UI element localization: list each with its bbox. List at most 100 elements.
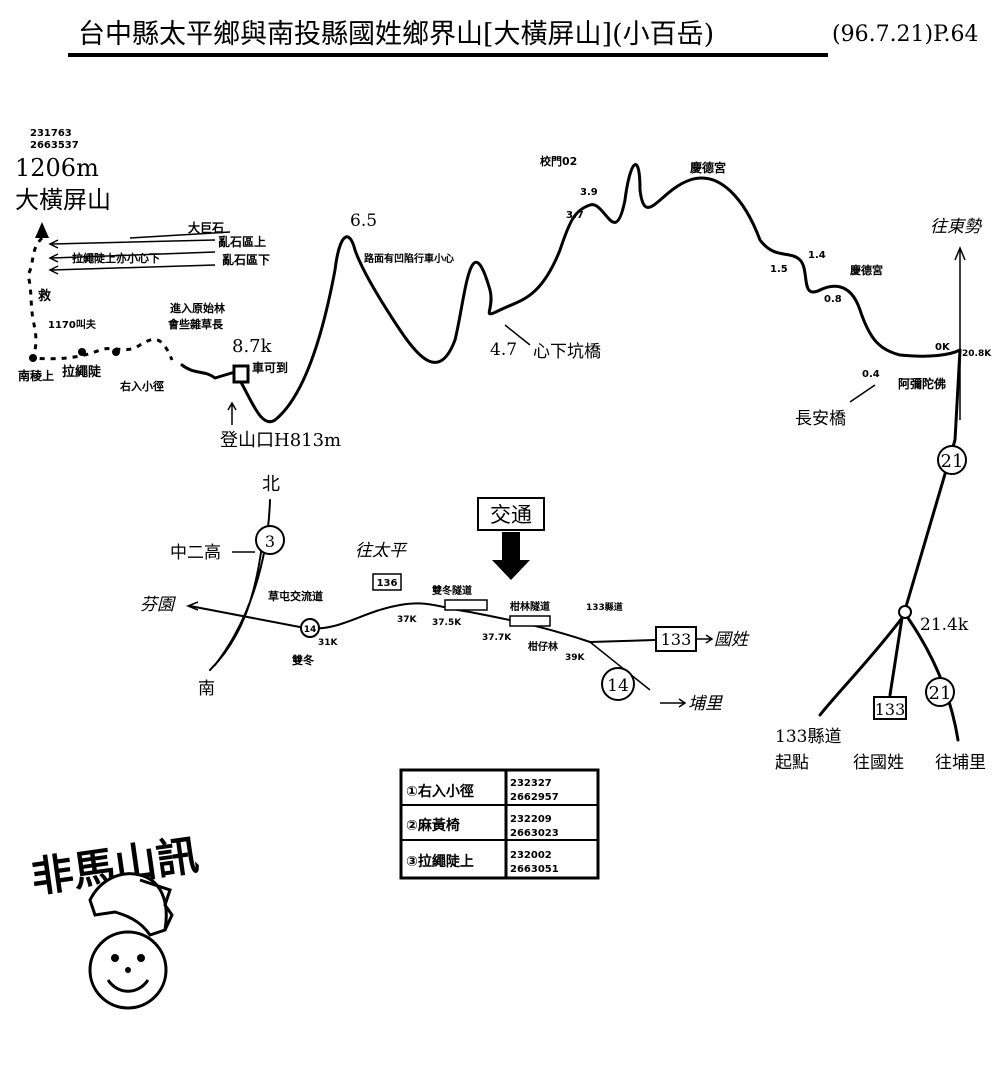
coord-table bbox=[399, 768, 600, 880]
route-133-number: 133 bbox=[875, 700, 906, 719]
route-21-line bbox=[903, 348, 962, 612]
label-km31: 31K bbox=[318, 638, 339, 648]
label-ridge-up: 南稜上 bbox=[18, 368, 54, 383]
logo: 非馬山訊 bbox=[28, 830, 201, 1010]
arrow-fenyuan bbox=[185, 601, 199, 611]
label-rope: 拉繩陡 bbox=[62, 364, 102, 380]
label-km-20: 20.8K bbox=[962, 349, 992, 359]
label-km-15: 1.5 bbox=[770, 264, 788, 275]
label-right-path: 右入小徑 bbox=[119, 379, 164, 393]
coord-row-2-y: 2663023 bbox=[510, 828, 559, 839]
summit-triangle-icon bbox=[35, 222, 49, 238]
label-puli: 埔里 bbox=[688, 694, 724, 714]
route-14-small-number: 14 bbox=[304, 625, 317, 635]
label-to-puli: 往埔里 bbox=[935, 753, 986, 773]
label-rescue: 救 bbox=[38, 288, 51, 304]
waypoint-dot bbox=[112, 348, 120, 356]
label-km-04: 0.4 bbox=[862, 369, 880, 380]
trailhead-sign-icon bbox=[232, 364, 250, 384]
label-1170: 1170叫夫 bbox=[48, 318, 97, 331]
smiley-eye-icon bbox=[137, 954, 145, 962]
label-temple: 阿彌陀佛 bbox=[898, 376, 946, 391]
smiley-eye-icon bbox=[111, 954, 119, 962]
label-km-39: 3.9 bbox=[580, 187, 598, 198]
label-car-reach: 車可到 bbox=[252, 360, 288, 375]
route-21b-number: 21 bbox=[929, 683, 952, 704]
label-km-08: 0.8 bbox=[824, 294, 842, 305]
freeway-3-badge bbox=[255, 525, 285, 555]
label-133-start: 133縣道 bbox=[775, 727, 841, 747]
label-trailhead: 登山口H813m bbox=[220, 430, 341, 451]
label-interchange: 草屯交流道 bbox=[268, 589, 323, 603]
summit-coord-y: 2663537 bbox=[30, 140, 79, 151]
label-km39: 39K bbox=[565, 653, 586, 663]
label-tunnel1: 雙冬隧道 bbox=[432, 584, 472, 597]
label-rock-lower: 亂石區下 bbox=[222, 252, 270, 267]
bridge-pointer bbox=[504, 324, 531, 346]
label-km37: 37K bbox=[397, 615, 418, 625]
arrow-puli bbox=[660, 698, 687, 708]
arrow-guoxing bbox=[696, 634, 714, 644]
coord-row-2-x: 232209 bbox=[510, 814, 552, 825]
sign-temple-2: 慶德宮 bbox=[850, 263, 883, 277]
label-south: 南 bbox=[198, 679, 215, 699]
smiley-nose-icon bbox=[125, 967, 131, 973]
label-big-rock: 大巨石 bbox=[188, 220, 224, 235]
freeway-lines bbox=[209, 499, 271, 671]
trailhead-arrow bbox=[227, 401, 237, 425]
label-km-14: 1.4 bbox=[808, 250, 826, 261]
road-profile bbox=[180, 163, 962, 424]
summit-coord-x: 231763 bbox=[30, 128, 72, 139]
sign-temple-1: 慶德宮 bbox=[690, 160, 726, 175]
label-highway: 中二高 bbox=[170, 543, 221, 563]
smiley-mouth-icon bbox=[106, 979, 150, 993]
label-changan-bridge: 長安橋 bbox=[795, 409, 846, 429]
label-north: 北 bbox=[262, 474, 280, 495]
tunnel-2 bbox=[509, 615, 551, 627]
map-title: 台中縣太平鄉與南投縣國姓鄉界山[大橫屏山](小百岳) bbox=[78, 19, 714, 50]
traffic-label: 交通 bbox=[490, 503, 532, 527]
coord-row-3-y: 2663051 bbox=[510, 864, 559, 875]
route-136-badge bbox=[372, 573, 402, 591]
label-km-37: 3.7 bbox=[566, 210, 584, 221]
arrowheads bbox=[48, 239, 59, 275]
label-bridge: 心下坑橋 bbox=[533, 342, 601, 362]
label-enter-forest: 進入原始林 bbox=[170, 301, 225, 315]
label-fenyuan: 芬園 bbox=[140, 595, 176, 615]
summit-name: 大橫屏山 bbox=[15, 186, 111, 214]
label-road133: 133縣道 bbox=[586, 601, 623, 613]
label-to-guoxing: 往國姓 bbox=[853, 753, 904, 773]
route-133-badge bbox=[873, 696, 907, 720]
route-133-traffic-badge bbox=[655, 626, 697, 652]
coord-row-1-x: 232327 bbox=[510, 778, 552, 789]
route-21-number: 21 bbox=[941, 451, 964, 472]
route-14-badge bbox=[601, 667, 635, 701]
label-km375: 37.5K bbox=[432, 618, 462, 628]
label-trailhead-km: 8.7k bbox=[232, 336, 273, 357]
junction-marker bbox=[898, 605, 912, 619]
label-to-taiping: 往太平 bbox=[355, 541, 408, 561]
title-date-page: (96.7.21)P.64 bbox=[832, 22, 978, 47]
coord-row-1-name: ①右入小徑 bbox=[406, 783, 474, 800]
label-to-dongshi: 往東勢 bbox=[930, 217, 983, 237]
label-peak-km: 6.5 bbox=[350, 211, 377, 231]
label-km-0: 0K bbox=[935, 342, 951, 353]
waypoint-dot bbox=[78, 348, 86, 356]
coord-row-3-x: 232002 bbox=[510, 850, 552, 861]
label-tunnel2: 柑林隧道 bbox=[510, 600, 550, 613]
tunnel-1 bbox=[444, 599, 488, 611]
label-ganlin: 柑仔林 bbox=[528, 640, 559, 653]
route-136-number: 136 bbox=[377, 578, 398, 589]
route-21-badge bbox=[937, 445, 967, 475]
down-arrow-icon bbox=[492, 532, 530, 580]
waypoint-dot bbox=[29, 354, 37, 362]
arrow-to-dongshi bbox=[954, 246, 966, 420]
summit-elevation: 1206m bbox=[15, 154, 99, 182]
sign-school: 校門02 bbox=[540, 154, 577, 168]
label-rope-steep: 拉繩陡上亦小心下 bbox=[72, 251, 160, 265]
coord-row-2-name: ②麻黃椅 bbox=[406, 817, 460, 834]
label-bridge-km: 4.7 bbox=[490, 340, 517, 360]
label-note-forest: 會些雜草長 bbox=[168, 317, 224, 331]
